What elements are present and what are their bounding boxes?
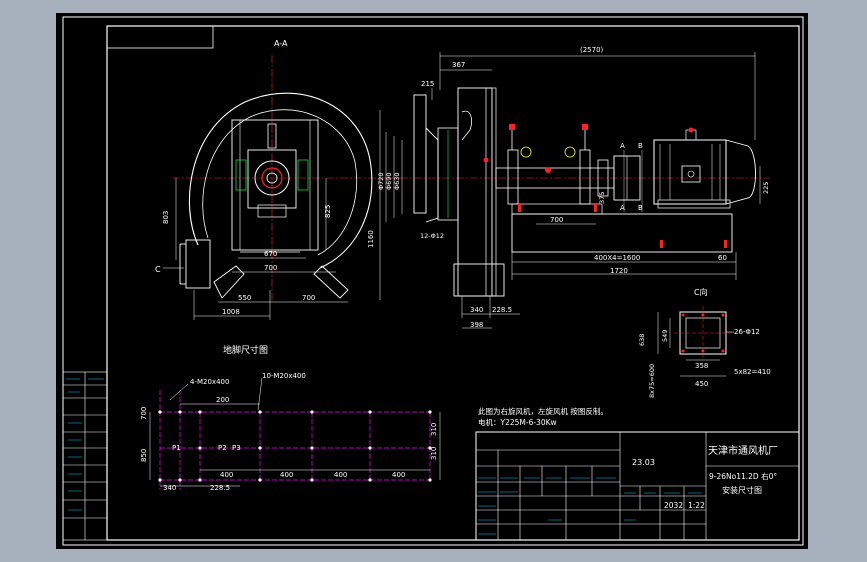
c-holes: 26-Φ12	[734, 328, 760, 336]
dim-215: 215	[421, 80, 434, 88]
note-line-2: 电机：Y225M-6-30Kw	[478, 417, 557, 427]
sheet-number: 2032	[664, 501, 683, 510]
volute-outer	[188, 92, 373, 269]
bearing-housing	[247, 149, 297, 209]
title-block-text-marks	[478, 477, 702, 535]
dim-8x75: 8x75=600	[648, 364, 656, 398]
shaft-hub-red	[261, 167, 283, 189]
dim-375: 375	[598, 192, 606, 204]
terminal-box	[681, 165, 701, 183]
label-a1: A	[620, 142, 625, 150]
dim-400-b: 400	[280, 471, 293, 479]
dim-228-5: 228.5	[210, 484, 230, 492]
base-frame	[511, 213, 733, 253]
label-b2: B	[638, 204, 643, 212]
dim-803: 803	[162, 211, 170, 224]
motor-end	[725, 139, 756, 205]
title-block: 23.03 天津市通风机厂 9-26No11.2D 右0° 安装尺寸图 2032…	[475, 431, 800, 541]
left-leg	[213, 265, 245, 299]
dim-700: 700	[140, 407, 148, 420]
casing-foot	[453, 263, 505, 297]
dim-2570: (2570)	[580, 46, 604, 54]
dim-700: 700	[264, 264, 277, 272]
dim-700b: 700	[302, 294, 315, 302]
dim-850: 850	[140, 449, 148, 462]
fan-model: 9-26No11.2D 右0°	[709, 471, 777, 481]
holes-10-m20: 10-M20x400	[262, 372, 306, 380]
label-p3: P3	[232, 444, 241, 452]
dim-398: 398	[470, 321, 483, 329]
section-view-a-a: A-A	[155, 39, 400, 320]
dim-phi-720: Φ720	[377, 172, 385, 190]
shaft-hub-outer	[254, 160, 290, 196]
lift-eye-left	[509, 124, 515, 130]
dim-228-5: 228.5	[492, 306, 512, 314]
outer-frame	[62, 16, 804, 546]
lift-eye-right	[582, 124, 588, 130]
dim-5x82: 5x82=410	[734, 368, 771, 376]
dim-400-d: 400	[392, 471, 405, 479]
corner-box	[106, 25, 214, 49]
dim-358: 358	[695, 362, 708, 370]
dim-1160: 1160	[367, 230, 375, 248]
inner-frame	[106, 25, 800, 541]
note-line-1: 此图为右旋风机，左旋风机 按图反制。	[478, 406, 608, 416]
dim-700: 700	[550, 216, 563, 224]
right-leg	[313, 265, 349, 299]
dim-400x4: 400X4=1600	[594, 254, 640, 262]
outlet-duct	[185, 239, 211, 289]
dim-310b: 310	[430, 447, 438, 460]
dim-670: 670	[264, 250, 277, 258]
company-name: 天津市通风机厂	[708, 444, 778, 457]
dim-340: 340	[163, 484, 176, 492]
scale: 1:22	[688, 501, 705, 510]
foundation-plan: 地脚尺寸图	[140, 344, 441, 492]
c-view: C向 638 549 26-Φ12 358 450 8x75=600 5x82=…	[638, 287, 771, 398]
dim-549: 549	[661, 330, 669, 342]
dim-1720: 1720	[610, 267, 628, 275]
dim-550: 550	[238, 294, 251, 302]
dim-310: 310	[430, 423, 438, 436]
label-p2: P2	[218, 444, 227, 452]
dim-60: 60	[718, 254, 727, 262]
label-p1: P1	[172, 444, 181, 452]
drawing-title: 安装尺寸图	[722, 485, 762, 495]
holes-4-m20: 4-M20x400	[190, 378, 229, 386]
foundation-title: 地脚尺寸图	[223, 344, 268, 356]
drawing-sheet	[56, 13, 808, 549]
dim-400-c: 400	[334, 471, 347, 479]
dim-400-a: 400	[220, 471, 233, 479]
c-view-title: C向	[694, 287, 708, 297]
dim-1008: 1008	[222, 308, 240, 316]
section-label: A-A	[274, 39, 288, 48]
holes-12: 12-Φ12	[420, 232, 444, 240]
dim-340: 340	[470, 306, 483, 314]
label-b1: B	[638, 142, 643, 150]
dim-200: 200	[216, 396, 229, 404]
dim-367: 367	[452, 61, 465, 69]
c-view-marker: C	[155, 265, 161, 274]
dim-phi-630: Φ630	[393, 172, 401, 190]
dim-825: 825	[324, 205, 332, 218]
margin-revision-table	[62, 371, 108, 541]
vertical-stud	[267, 123, 277, 149]
label-a2: A	[620, 204, 625, 212]
bearing-frame	[231, 119, 319, 251]
dim-225: 225	[762, 182, 770, 194]
volute-inner	[202, 109, 358, 256]
drawing-number: 23.03	[632, 458, 655, 467]
dim-phi-690: Φ690	[385, 172, 393, 190]
inlet-flange	[413, 94, 427, 214]
dim-638: 638	[638, 334, 646, 346]
dim-450: 450	[695, 380, 708, 388]
section-dimension-lines	[175, 110, 381, 320]
side-elevation-view: (2570) 367 215 Φ720 Φ690 Φ630 12-Φ12 340	[377, 46, 770, 329]
margin-table-text-marks	[66, 378, 104, 511]
